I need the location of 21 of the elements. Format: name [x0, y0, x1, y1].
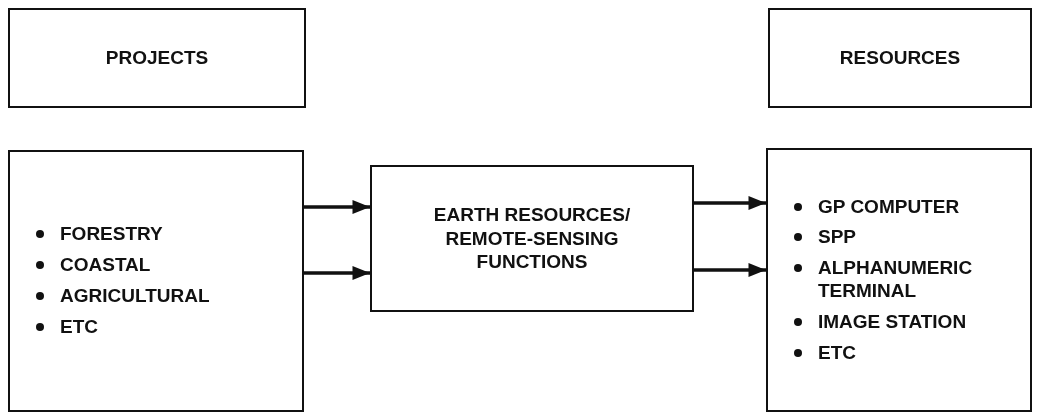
bullet-item: ETC — [794, 341, 856, 365]
bullet-item: AGRICULTURAL — [36, 285, 210, 308]
bullet-item: COASTAL — [36, 254, 151, 277]
arrow — [694, 263, 766, 277]
bullet-item: FORESTRY — [36, 223, 163, 247]
bullet-item: ETC — [36, 315, 98, 339]
process-box — [768, 8, 1032, 108]
box-label: PROJECTS — [105, 46, 209, 70]
bullet-item: IMAGE STATION — [794, 310, 967, 334]
arrow — [304, 200, 370, 214]
bullet-item: SPP — [794, 226, 857, 250]
process-box — [370, 165, 694, 312]
box-label: RESOURCES — [839, 46, 961, 70]
box-label: EARTH RESOURCES/ REMOTE-SENSING FUNCTIONS — [432, 202, 632, 275]
list-box — [766, 148, 1032, 412]
arrow — [694, 196, 766, 210]
list-box — [8, 150, 304, 412]
bullet-item: ALPHANUMERIC TERMINAL — [794, 257, 1020, 303]
bullet-item: GP COMPUTER — [794, 195, 960, 219]
process-box — [8, 8, 306, 108]
arrow — [304, 266, 370, 280]
